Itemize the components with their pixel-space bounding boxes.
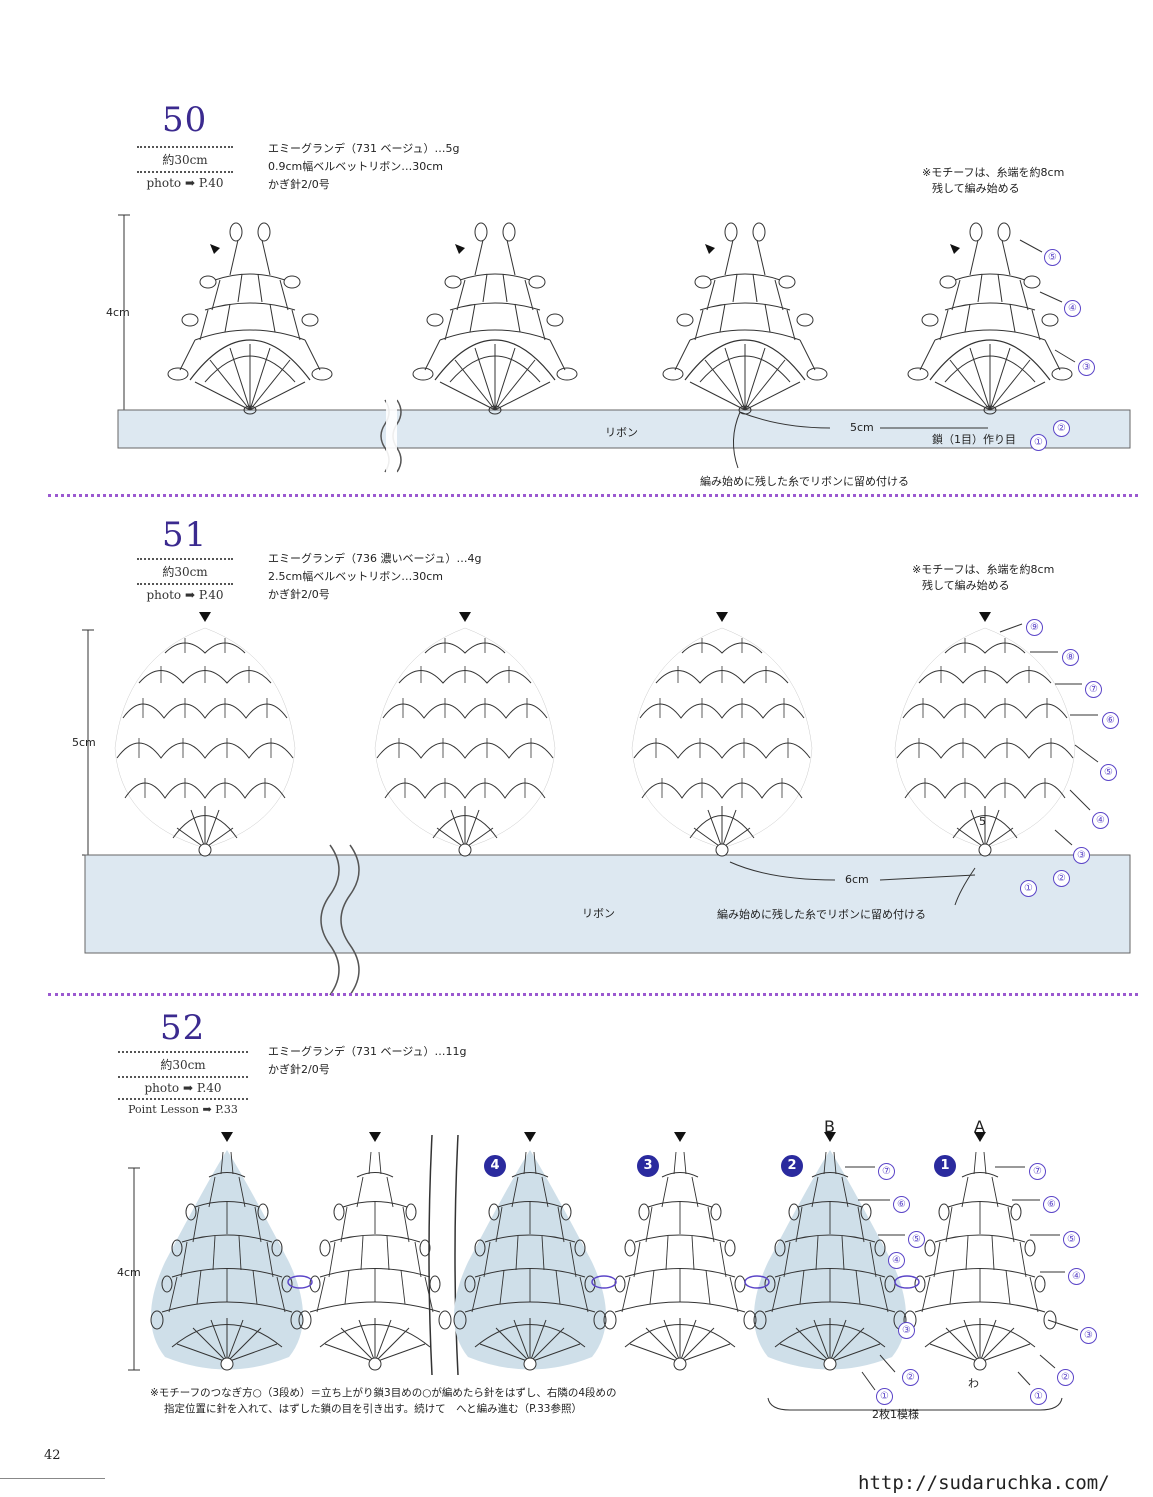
pattern-50-attach-label: 編み始めに残した糸でリボンに留め付ける (700, 475, 909, 488)
round-4-marker: ④ (1092, 808, 1109, 829)
a-round-1: ① (1030, 1384, 1047, 1405)
round-1-marker: ① (1030, 430, 1047, 451)
pattern-52-meta: 約30cm photo ➡ P.40 Point Lesson ➡ P.33 (118, 1048, 248, 1116)
motif-52-left (298, 1131, 452, 1371)
pattern-52-point-lesson: Point Lesson ➡ P.33 (128, 1103, 238, 1116)
round-3-marker: ③ (1078, 355, 1095, 376)
a-round-2: ② (1057, 1365, 1074, 1386)
pattern-52-note: ※モチーフのつなぎ方○（3段め）＝立ち上がり鎖3目めの○が編めたら針をはずし、右… (150, 1387, 617, 1415)
round-4-marker: ④ (1064, 296, 1081, 317)
round-7-marker: ⑦ (1085, 677, 1102, 698)
pattern-51-note: ※モチーフは、糸端を約8cm 残して編み始める (912, 563, 1055, 592)
pattern-50-ribbon-label: リボン (605, 426, 638, 439)
pattern-52-height-label: 4cm (117, 1266, 141, 1279)
pattern-50-meta: 約30cm photo ➡ P.40 (137, 143, 233, 190)
pattern-50-materials: エミーグランデ（731 ベージュ）…5g 0.9cm幅ベルベットリボン…30cm… (268, 140, 459, 194)
motif-number-4: 4 (484, 1154, 506, 1177)
page-number: 42 (44, 1448, 61, 1463)
motif-number-1: 1 (934, 1154, 956, 1177)
pattern-51-attach-label: 編み始めに残した糸でリボンに留め付ける (717, 908, 926, 921)
pattern-51-number: 51 (162, 515, 208, 555)
round-8-marker: ⑧ (1062, 645, 1079, 666)
round-1-marker: ① (1020, 876, 1037, 897)
pattern-51-photo-ref: photo ➡ P.40 (146, 588, 224, 602)
material-yarn: エミーグランデ（731 ベージュ）…5g (268, 142, 460, 155)
material-hook: かぎ針2/0号 (268, 178, 330, 191)
pattern-50-photo-ref: photo ➡ P.40 (146, 176, 224, 190)
motif-number-3: 3 (637, 1154, 659, 1177)
a-round-4: ④ (1068, 1264, 1085, 1285)
footer-rule (0, 1478, 105, 1479)
round-6-marker: ⑥ (1102, 708, 1119, 729)
round-9-marker: ⑨ (1026, 615, 1043, 636)
repeat-label: 2枚1模様 (872, 1408, 919, 1421)
pattern-52-length: 約30cm (160, 1058, 206, 1072)
pattern-51-height-label: 5cm (72, 736, 96, 749)
round-5-marker: ⑤ (1044, 245, 1061, 266)
pattern-51-length: 約30cm (162, 565, 208, 579)
b-round-2: ② (902, 1365, 919, 1386)
center-stitch-count: 5 (979, 815, 986, 828)
magic-ring-label: わ (968, 1377, 979, 1390)
pattern-51-spacing-label: 6cm (845, 873, 869, 886)
motif-letter-b: B (824, 1117, 835, 1136)
footer-url: http://sudaruchka.com/ (858, 1472, 1110, 1494)
material-ribbon: 0.9cm幅ベルベットリボン…30cm (268, 160, 444, 173)
b-round-1: ① (876, 1384, 893, 1405)
pattern-50-note: ※モチーフは、糸端を約8cm 残して編み始める (922, 166, 1065, 195)
pattern-50-number: 50 (162, 100, 208, 140)
round-3-marker: ③ (1073, 843, 1090, 864)
ribbon-50 (117, 409, 1131, 449)
b-round-4: ④ (888, 1248, 905, 1269)
section-divider (48, 494, 1138, 497)
round-2-marker: ② (1053, 416, 1070, 437)
motif-letter-a: A (974, 1117, 985, 1136)
pattern-51-materials: エミーグランデ（736 濃いベージュ）…4g 2.5cm幅ベルベットリボン…30… (268, 552, 482, 601)
pattern-50-chain-label: 鎖（1目）作り目 (932, 433, 1016, 446)
pattern-50-length: 約30cm (162, 153, 208, 167)
round-5-marker: ⑤ (1100, 760, 1117, 781)
pattern-52-photo-ref: photo ➡ P.40 (144, 1081, 222, 1095)
a-round-3: ③ (1080, 1323, 1097, 1344)
b-round-7: ⑦ (878, 1159, 895, 1180)
pattern-50-spacing-label: 5cm (850, 421, 874, 434)
a-round-7: ⑦ (1029, 1159, 1046, 1180)
a-round-5: ⑤ (1063, 1227, 1080, 1248)
motif-52-3 (603, 1131, 757, 1371)
pattern-52-materials: エミーグランデ（731 ベージュ）…11g かぎ針2/0号 (268, 1045, 467, 1076)
a-round-6: ⑥ (1043, 1192, 1060, 1213)
pattern-51-ribbon-label: リボン (582, 907, 615, 920)
section-divider (48, 993, 1138, 996)
round-2-marker: ② (1053, 866, 1070, 887)
pattern-51-meta: 約30cm photo ➡ P.40 (137, 555, 233, 602)
motif-number-2: 2 (781, 1154, 803, 1177)
b-round-3: ③ (898, 1318, 915, 1339)
b-round-6: ⑥ (893, 1192, 910, 1213)
b-round-5: ⑤ (908, 1227, 925, 1248)
pattern-52-number: 52 (160, 1008, 206, 1048)
